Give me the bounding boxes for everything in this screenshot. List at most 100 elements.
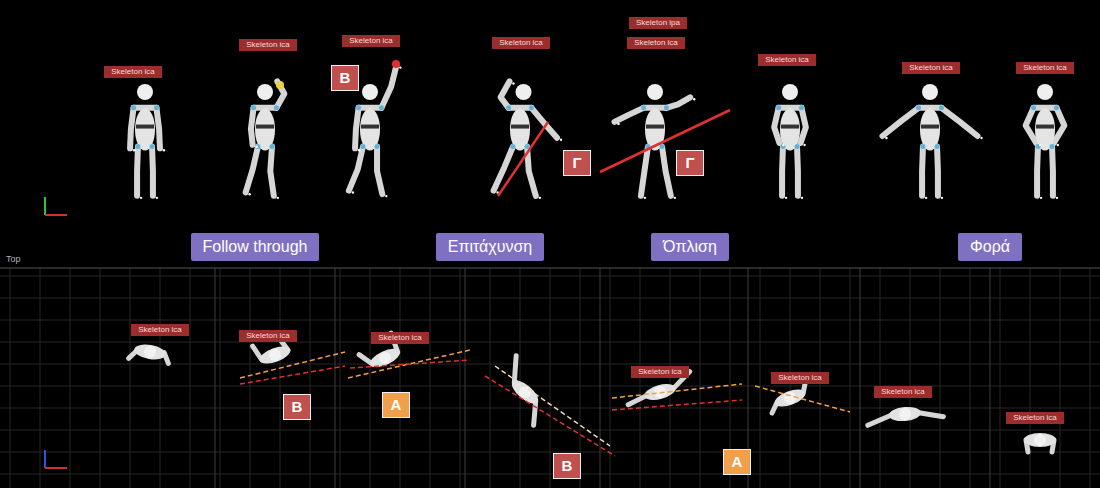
limb-segment [531,108,557,138]
head [922,84,938,100]
belt-marker [781,125,799,129]
joint-marker [135,144,140,149]
limb-segment [134,147,141,196]
marker-dot [674,197,676,199]
joint-marker [360,144,365,149]
marker-dot [885,137,887,139]
phase-label: Όπλιση [651,233,729,261]
marker-dot [399,66,401,68]
skeleton-figure [1026,84,1065,199]
node-text: Skeleton ipa [636,18,680,28]
grid-line [220,268,221,488]
marker-badge: Γ [563,150,590,176]
joint-marker [251,105,256,110]
grid-line [160,268,161,488]
grid-line [760,268,761,488]
joint-marker [506,105,511,110]
joint-marker [799,105,804,110]
highlight-line [498,122,548,196]
skeleton-figure [494,81,563,199]
node-text: Φορά [970,237,1010,257]
marker-dot [801,197,803,199]
view-label: Top [6,254,21,264]
head [647,84,663,100]
skeleton-tag: Skeleton ica [771,372,829,384]
marker-dot [512,82,514,84]
joint-marker [664,105,669,110]
phase-label: Επιτάχυνση [436,233,545,261]
node-text: Follow through [203,237,308,257]
reference-line [485,376,615,456]
limb-segment [882,108,918,136]
node-text: Skeleton ica [778,373,822,383]
limb-segment [270,147,274,196]
skeleton-figure [130,84,165,199]
joint-marker [255,144,260,149]
joint-marker [780,144,785,149]
grid-line [910,268,911,488]
node-text: Skeleton ica [765,55,809,65]
limb-segment [359,351,372,367]
marker-dot [1040,197,1042,199]
reference-line [612,400,742,410]
head [653,385,668,400]
joint-marker [529,105,534,110]
head [267,347,282,362]
belt-marker [1036,125,1054,129]
grid-line [1000,268,1001,488]
marker-dot [1039,144,1041,146]
grid-line [130,268,131,488]
joint-marker [641,105,646,110]
node-text: Skeleton ica [1013,413,1057,423]
joint-marker [935,144,940,149]
limb-segment [494,147,513,191]
top-view-figure [129,342,171,366]
torso [510,108,530,150]
joint-marker [1050,144,1055,149]
node-text: Skeleton ica [634,38,678,48]
joint-marker [916,105,921,110]
skeleton-tag: Skeleton ica [902,62,960,74]
grid-line [190,268,191,488]
limb-segment [501,81,510,107]
limb-segment [627,396,647,405]
limb-segment [349,147,363,191]
joint-marker [274,105,279,110]
grid-line [40,268,41,488]
limb-segment [523,401,547,425]
joint-marker [660,144,665,149]
joint-marker [379,105,384,110]
limb-segment [502,356,528,383]
marker-dot [980,137,982,139]
grid-line [10,268,11,488]
skeleton-tag: Skeleton ica [131,324,189,336]
grid-line [400,268,401,488]
marker-dot [925,197,927,199]
marker-dot [277,197,279,199]
limb-segment [919,147,926,196]
marker-dot [358,149,360,151]
axis-gizmo [45,450,67,468]
limb-segment [1034,147,1041,196]
ball [276,81,284,89]
reference-line [240,352,345,378]
axis-line [44,450,46,468]
torso [780,108,800,150]
skeleton-tag: Skeleton ica [239,39,297,51]
grid-line [610,268,611,488]
phase-label: Φορά [958,233,1022,261]
belt-marker [256,125,274,129]
shoulders [1024,433,1056,447]
axis-line [45,214,67,216]
grid-line [850,268,851,488]
limb-segment [527,147,536,196]
phase-label: Follow through [191,233,320,261]
belt-marker [136,125,154,129]
skeleton-tag: Skeleton ica [239,330,297,342]
ball [392,60,400,68]
limb-segment [381,66,396,108]
node-text: B [340,69,351,87]
grid-line [520,268,521,488]
marker-dot [1056,197,1058,199]
grid-line [1090,268,1091,488]
